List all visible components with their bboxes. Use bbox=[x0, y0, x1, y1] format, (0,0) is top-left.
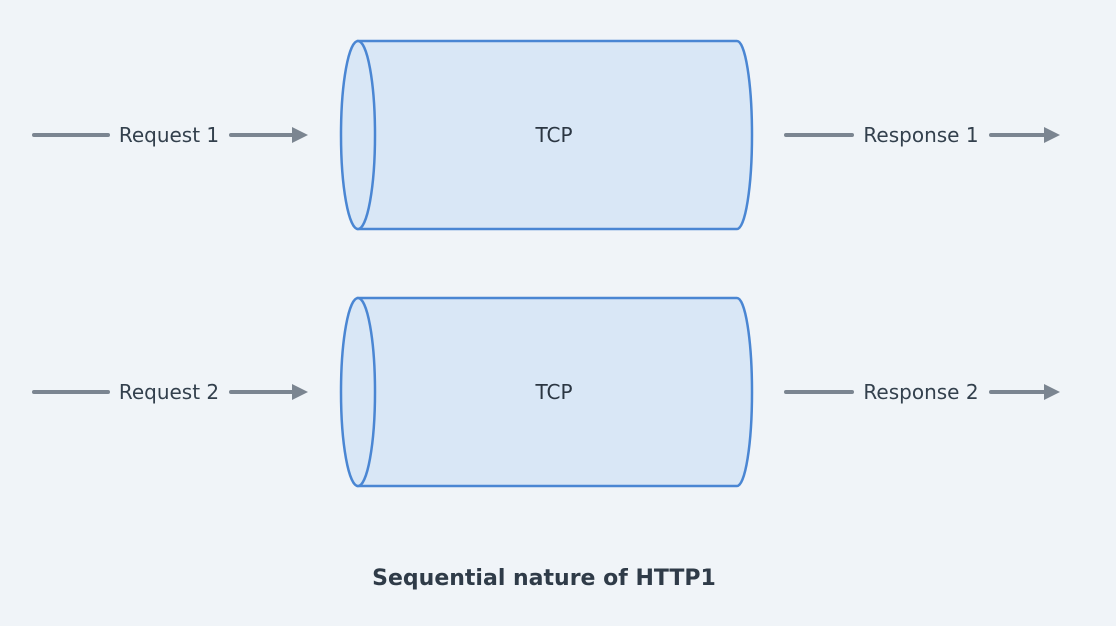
diagram-caption: Sequential nature of HTTP1 bbox=[372, 566, 716, 591]
request-2-label: Request 2 bbox=[119, 380, 219, 404]
request-1-arrow bbox=[32, 127, 308, 143]
response-2-label: Response 2 bbox=[863, 380, 978, 404]
response-1-label: Response 1 bbox=[863, 123, 978, 147]
tcp-label-2: TCP bbox=[534, 380, 572, 404]
connection-row-1: Request 1 TCP Response 1 bbox=[32, 39, 1060, 231]
response-1-arrow bbox=[784, 127, 1060, 143]
tcp-cylinder-1 bbox=[339, 39, 754, 231]
request-2-arrow bbox=[32, 384, 308, 400]
request-1-label: Request 1 bbox=[119, 123, 219, 147]
tcp-cylinder-2 bbox=[339, 296, 754, 488]
tcp-label-1: TCP bbox=[534, 123, 572, 147]
response-2-arrow bbox=[784, 384, 1060, 400]
connection-row-2: Request 2 TCP Response 2 bbox=[32, 296, 1060, 488]
